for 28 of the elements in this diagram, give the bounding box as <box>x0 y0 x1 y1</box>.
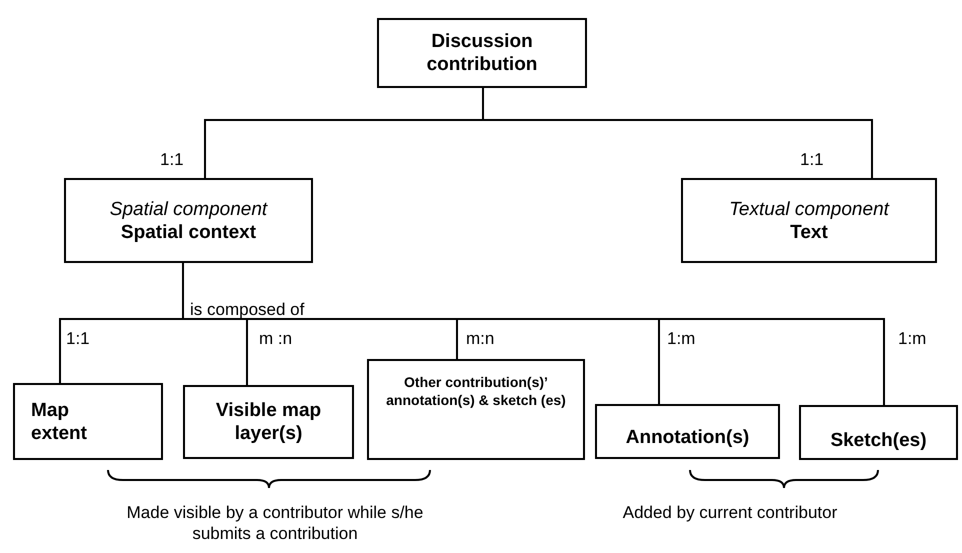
cardinality-label: 1:1 <box>800 149 824 170</box>
entity-box <box>183 385 354 459</box>
entity-box <box>367 359 585 460</box>
entity-name: Spatial context <box>120 220 256 244</box>
cardinality-label: 1:m <box>898 328 926 349</box>
component-type-label: Textual component <box>729 198 889 220</box>
entity-name: Visible map layer(s) <box>214 399 322 445</box>
cardinality-label: m :n <box>259 328 292 349</box>
entity-box <box>64 178 313 263</box>
cardinality-label: m:n <box>466 328 494 349</box>
cardinality-label: 1:m <box>667 328 696 349</box>
entity-box <box>799 405 958 460</box>
entity-box <box>377 18 587 88</box>
relation-label: is composed of <box>190 299 304 320</box>
component-type-label: Spatial component <box>110 198 268 220</box>
cardinality-label: 1:1 <box>160 149 184 170</box>
cardinality-label: 1:1 <box>66 328 90 349</box>
entity-name: Sketch(es) <box>830 429 927 452</box>
entity-box <box>681 178 937 263</box>
entity-box <box>13 383 163 460</box>
entity-name: Other contribution(s)’ annotation(s) & sketch (es) <box>385 373 567 409</box>
group-note: Added by current contributor <box>622 502 838 523</box>
entity-box <box>595 404 780 459</box>
entity-name: Text <box>790 220 828 244</box>
entity-name: Annotation(s) <box>626 426 750 449</box>
entity-name: Map extent <box>31 398 88 444</box>
entity-name: Discussion contribution <box>426 30 538 76</box>
group-note: Made visible by a contributor while s/he submits a contribution <box>126 502 424 544</box>
